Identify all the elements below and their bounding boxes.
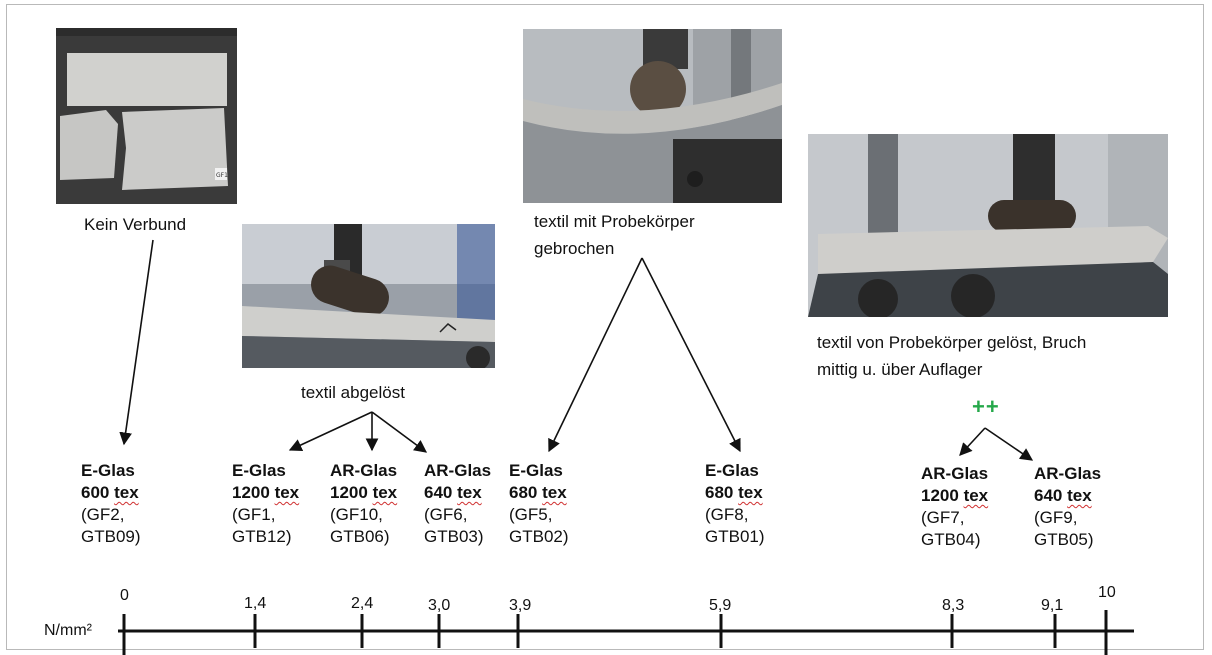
- caption-kein-verbund: Kein Verbund: [84, 215, 187, 234]
- material-tex: 600 tex: [81, 483, 139, 502]
- tick-label-0: 0: [120, 587, 129, 604]
- material-ids-2: GTB03): [424, 527, 484, 546]
- material-name: AR-Glas: [1034, 464, 1102, 483]
- material-label: E-Glas 600 tex (GF2, GTB09): [81, 460, 141, 548]
- photo-textil-geloest: [808, 134, 1168, 317]
- material-ids-2: GTB01): [705, 527, 765, 546]
- material-name: AR-Glas: [921, 464, 989, 483]
- material-name: E-Glas: [509, 461, 563, 480]
- material-ids-2: GTB09): [81, 527, 141, 546]
- material-label: E-Glas 1200 tex (GF1, GTB12): [232, 460, 299, 548]
- photo-textil-abgeloest: [242, 224, 495, 368]
- material-label: E-Glas 680 tex (GF5, GTB02): [509, 460, 569, 548]
- material-label: AR-Glas 1200 tex (GF10, GTB06): [330, 460, 397, 548]
- material-name: E-Glas: [232, 461, 286, 480]
- arrow-geloest-2: [984, 427, 1034, 461]
- caption-textil-abgeloest: textil abgelöst: [301, 383, 405, 402]
- material-ids-2: GTB05): [1034, 530, 1094, 549]
- material-ids-2: GTB04): [921, 530, 981, 549]
- material-name: E-Glas: [81, 461, 135, 480]
- tick-label-8: 10: [1098, 584, 1116, 601]
- tick-label-5: 5,9: [709, 597, 732, 614]
- caption-textil-gebrochen-2: gebrochen: [534, 239, 615, 258]
- material-ids-1: (GF8,: [705, 505, 749, 524]
- material-tex: 640 tex: [424, 483, 482, 502]
- material-tex: 1200 tex: [921, 486, 989, 505]
- arrow-gebrochen-1: [548, 257, 643, 453]
- material-label: AR-Glas 1200 tex (GF7, GTB04): [921, 463, 988, 551]
- arrow-gebrochen-2: [641, 257, 741, 453]
- caption-textil-geloest-1: textil von Probekörper gelöst, Bruch: [817, 333, 1087, 352]
- arrow-kein-verbund: [119, 239, 154, 446]
- tick-label-7: 9,1: [1041, 597, 1064, 614]
- material-ids-1: (GF9,: [1034, 508, 1078, 527]
- arrows: [119, 239, 1034, 461]
- axis: [118, 610, 1134, 655]
- material-ids-2: GTB12): [232, 527, 292, 546]
- photo-kein-verbund: GF1: [56, 28, 237, 204]
- caption-textil-geloest-2: mittig u. über Auflager: [817, 360, 983, 379]
- material-ids-1: (GF5,: [509, 505, 553, 524]
- material-ids-1: (GF1,: [232, 505, 276, 524]
- material-name: E-Glas: [705, 461, 759, 480]
- material-ids-1: (GF10,: [330, 505, 383, 524]
- material-ids-1: (GF7,: [921, 508, 965, 527]
- material-label: AR-Glas 640 tex (GF9, GTB05): [1034, 463, 1101, 551]
- arrow-abgeloest-1: [288, 411, 373, 451]
- arrow-abgeloest-3: [371, 411, 428, 453]
- tick-label-2: 2,4: [351, 595, 374, 612]
- material-tex: 680 tex: [509, 483, 567, 502]
- figure-frame: [6, 4, 1204, 650]
- tick-label-6: 8,3: [942, 597, 965, 614]
- tick-label-1: 1,4: [244, 595, 267, 612]
- arrow-geloest-1: [959, 427, 986, 456]
- tick-label-4: 3,9: [509, 597, 532, 614]
- material-tex: 1200 tex: [330, 483, 398, 502]
- material-ids-1: (GF6,: [424, 505, 468, 524]
- material-label: AR-Glas 640 tex (GF6, GTB03): [424, 460, 491, 548]
- material-name: AR-Glas: [424, 461, 492, 480]
- tick-label-3: 3,0: [428, 597, 451, 614]
- material-ids-2: GTB02): [509, 527, 569, 546]
- material-ids-2: GTB06): [330, 527, 390, 546]
- photo-textil-gebrochen: [523, 29, 782, 203]
- material-name: AR-Glas: [330, 461, 398, 480]
- material-tex: 640 tex: [1034, 486, 1092, 505]
- caption-textil-gebrochen-1: textil mit Probekörper: [534, 212, 695, 231]
- axis-unit: N/mm²: [44, 622, 92, 639]
- photo-label: GF1: [216, 172, 228, 179]
- material-tex: 680 tex: [705, 483, 763, 502]
- plus-marker: ++: [972, 394, 1000, 419]
- material-ids-1: (GF2,: [81, 505, 125, 524]
- material-tex: 1200 tex: [232, 483, 300, 502]
- material-label: E-Glas 680 tex (GF8, GTB01): [705, 460, 765, 548]
